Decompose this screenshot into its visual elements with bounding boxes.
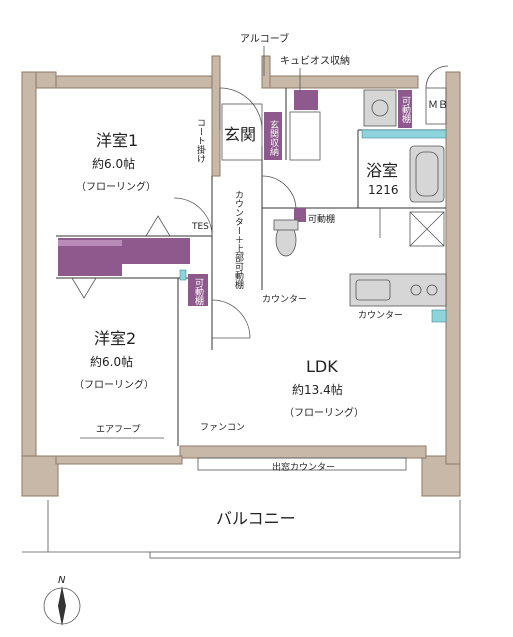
western1-size: 約6.0帖 [92, 156, 135, 171]
label-movable-shelf-1: 可動棚 [308, 213, 335, 225]
western2-size: 約6.0帖 [90, 354, 133, 369]
western2-title: 洋室2 [94, 329, 136, 348]
label-entrance-storage: 玄関収納 [268, 119, 279, 157]
compass: N [43, 575, 81, 626]
label-entrance: 玄関 [224, 125, 256, 144]
compass-north-label: N [58, 575, 66, 586]
bath-title: 浴室 [366, 161, 398, 180]
fixtures [22, 87, 461, 559]
doors [71, 65, 449, 339]
western1-floor: （フローリング） [76, 180, 156, 193]
label-bay-counter: 出窓カウンター [272, 461, 335, 473]
label-movable-shelf-top: 可動棚 [400, 96, 411, 124]
counters [179, 129, 447, 323]
label-movable-shelf-3: 可動棚 [193, 278, 204, 306]
label-mb: ＭＢ [428, 100, 448, 111]
ldk-title: LDK [306, 357, 338, 376]
label-fancoil: ファンコン [200, 423, 245, 433]
outer-walls [21, 55, 461, 497]
ldk-floor: （フローリング） [284, 406, 364, 419]
label-counter-upper: カウンター＋上部可動棚 [233, 190, 244, 290]
label-counter-2: カウンター [358, 310, 403, 321]
label-balcony: バルコニー [216, 509, 296, 528]
label-cubic-storage: キュビオス収納 [280, 54, 350, 67]
ldk-size: 約13.4帖 [292, 382, 343, 397]
label-air-hook: エアフープ [96, 424, 140, 435]
label-tes: TES [191, 222, 209, 232]
western1-title: 洋室1 [96, 131, 138, 150]
label-movable-shelf-2: 可動棚 [134, 267, 161, 279]
labels: アルコーブ キュビオス収納 ＭＢ 洋室1 約6.0帖 （フローリング） コート掛… [74, 32, 448, 528]
bath-size: 1216 [368, 183, 399, 197]
label-coat-hook: コート掛け [195, 118, 206, 163]
western2-floor: （フローリング） [74, 378, 154, 391]
label-counter-1: カウンター [262, 294, 307, 305]
storage-areas [58, 90, 412, 306]
label-alcove: アルコーブ [240, 32, 289, 45]
